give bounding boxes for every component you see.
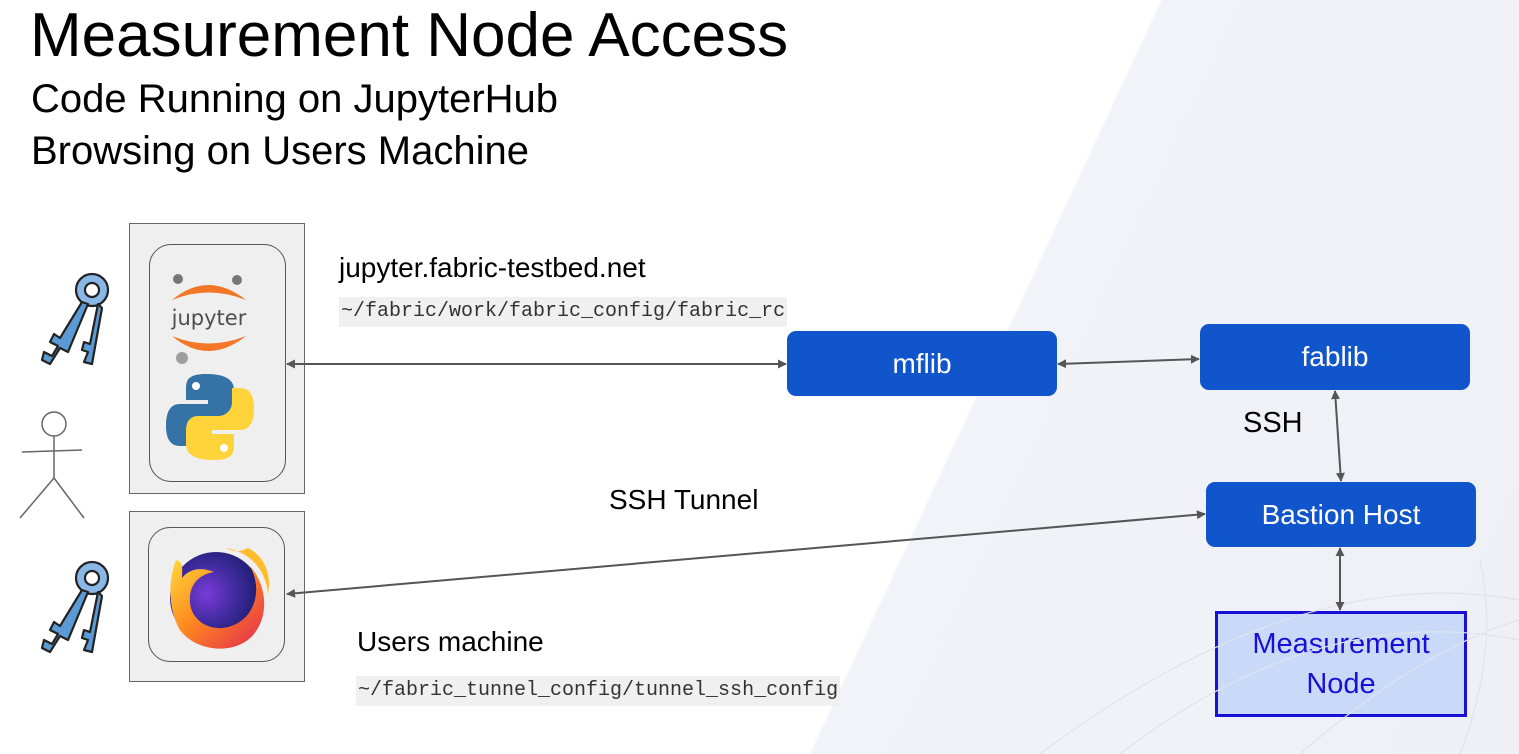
jupyterhub-panel bbox=[129, 223, 305, 494]
jupyter-config-path: ~/fabric/work/fabric_config/fabric_rc bbox=[339, 297, 788, 327]
fablib-node: fablib bbox=[1200, 324, 1470, 390]
subtitle-line-2: Browsing on Users Machine bbox=[31, 129, 529, 173]
page-title: Measurement Node Access bbox=[30, 1, 789, 70]
arrow-fablib-bastion bbox=[1331, 390, 1345, 482]
person-icon bbox=[19, 411, 85, 519]
keys-icon bbox=[40, 272, 110, 366]
firefox-icon bbox=[170, 548, 270, 649]
bastion-host-node: Bastion Host bbox=[1206, 482, 1476, 547]
users-machine-label: Users machine bbox=[357, 626, 544, 657]
tunnel-config-path: ~/fabric_tunnel_config/tunnel_ssh_config bbox=[356, 676, 841, 706]
jupyter-host-label: jupyter.fabric-testbed.net bbox=[339, 252, 646, 283]
measurement-node-line-2: Node bbox=[1306, 668, 1376, 700]
jupyter-logo-text: jupyter bbox=[171, 306, 247, 330]
arrow-browser-bastion-tunnel bbox=[286, 510, 1206, 598]
ssh-tunnel-label: SSH Tunnel bbox=[609, 484, 759, 515]
mflib-node: mflib bbox=[787, 331, 1057, 396]
keys-icon-bottom bbox=[40, 560, 110, 654]
ssh-label: SSH bbox=[1243, 407, 1303, 439]
subtitle-line-1: Code Running on JupyterHub bbox=[31, 77, 559, 121]
python-icon bbox=[166, 374, 254, 460]
measurement-node: Measurement Node bbox=[1215, 611, 1467, 717]
arrow-mflib-fablib bbox=[1057, 354, 1200, 369]
background-decoration bbox=[1039, 559, 1519, 754]
jupyter-icon: jupyter bbox=[171, 274, 247, 364]
